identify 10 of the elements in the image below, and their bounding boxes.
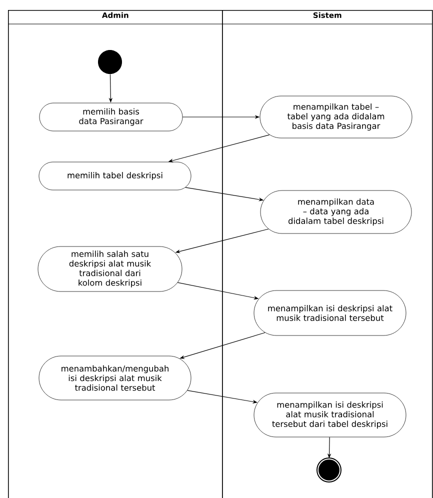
activity-box: menampilkan isi deskripsi alat musik tradisional tersebut xyxy=(254,290,406,336)
start-node xyxy=(98,50,122,74)
activity-box: menampilkan data – data yang ada didalam tabel deskripsi xyxy=(260,190,412,234)
activity-box: menampilkan isi deskripsi alat musik tradisional tersebut dari tabel deskripsi xyxy=(254,392,406,438)
activity-box: menambahkan/mengubah isi deskripsi alat musik tradisional tersebut xyxy=(38,356,192,400)
activity-box: memilih salah satu deskripsi alat musik tradisional dari kolom deskripsi xyxy=(38,246,182,292)
activity-box: memilih basis data Pasirangar xyxy=(39,102,183,132)
activity-box: menampilkan tabel – tabel yang ada didalam basis data Pasirangar xyxy=(260,96,412,138)
end-node xyxy=(316,458,342,482)
activity-box: memilih tabel deskripsi xyxy=(38,162,192,190)
